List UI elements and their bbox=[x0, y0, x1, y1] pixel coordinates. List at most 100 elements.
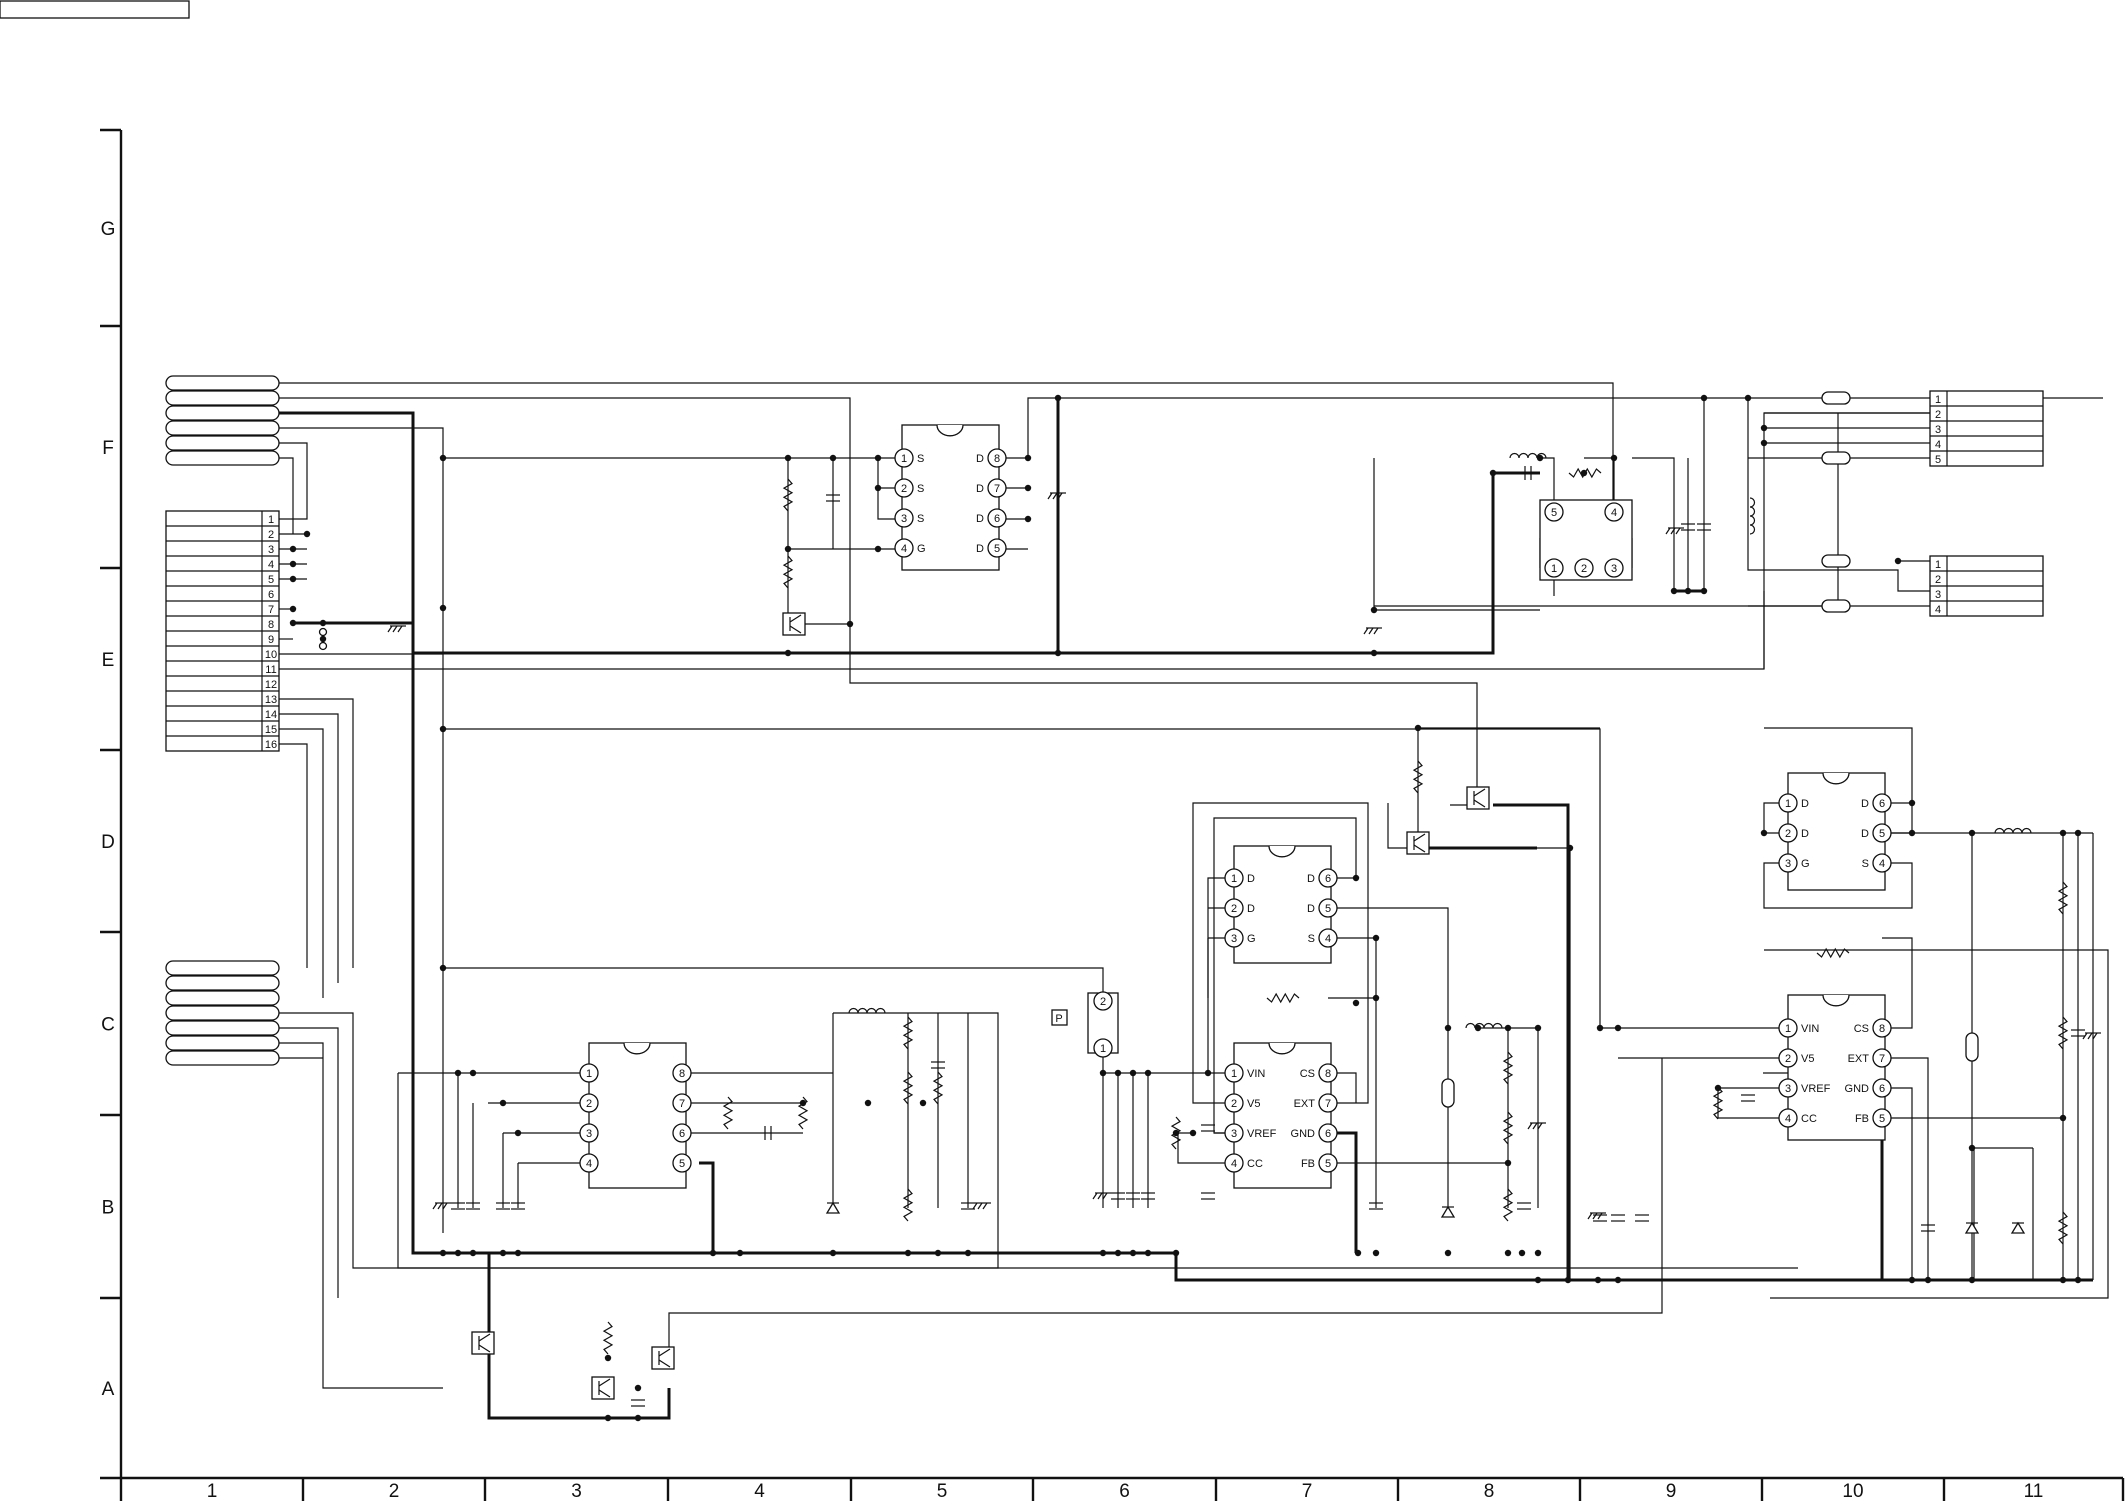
ic-pin-number: 8 bbox=[679, 1068, 685, 1080]
resistor bbox=[2057, 881, 2069, 915]
ic-pin-number: 5 bbox=[1325, 1158, 1331, 1170]
junction bbox=[1054, 649, 1062, 657]
ground-tick bbox=[972, 1202, 978, 1210]
junction bbox=[1352, 874, 1360, 882]
jumper: 21 bbox=[1087, 991, 1119, 1058]
junction bbox=[1444, 1024, 1452, 1032]
junction bbox=[1129, 1249, 1137, 1257]
junction bbox=[784, 454, 792, 462]
harness-wire bbox=[165, 1050, 280, 1066]
junction bbox=[319, 635, 327, 643]
ic-pin-3 bbox=[1224, 928, 1244, 948]
connector-pin-7: 7 bbox=[268, 604, 274, 616]
ic-pin-number: 5 bbox=[994, 543, 1000, 555]
junction bbox=[2059, 829, 2067, 837]
connector-pin-8: 8 bbox=[268, 619, 274, 631]
wire bbox=[279, 743, 308, 968]
col-label-2: 2 bbox=[389, 1481, 400, 1501]
ic-pin-number: 6 bbox=[994, 513, 1000, 525]
connector-pin-6: 6 bbox=[268, 589, 274, 601]
jumper-pin-number: 1 bbox=[1100, 1043, 1106, 1055]
col-label-9: 9 bbox=[1666, 1481, 1677, 1501]
ic-pin-5 bbox=[1872, 1108, 1892, 1128]
ic-pin-number: 2 bbox=[1785, 828, 1791, 840]
junction bbox=[964, 1249, 972, 1257]
resistor bbox=[602, 1321, 614, 1355]
junction bbox=[1684, 587, 1692, 595]
row-label-d: D bbox=[101, 832, 115, 853]
junction bbox=[469, 1249, 477, 1257]
junction bbox=[829, 454, 837, 462]
ic-pin-6 bbox=[1318, 868, 1338, 888]
transistor-collector bbox=[598, 1378, 611, 1387]
ic-pin-name: D bbox=[1307, 903, 1315, 915]
ground-tick bbox=[432, 1202, 438, 1210]
harness-wire bbox=[165, 1005, 280, 1021]
ground-tick bbox=[437, 1202, 443, 1210]
junction bbox=[604, 1354, 612, 1362]
ic-pin-number: 2 bbox=[586, 1098, 592, 1110]
ic-pin-name: D bbox=[1861, 828, 1869, 840]
junction bbox=[874, 484, 882, 492]
junction bbox=[1099, 1069, 1107, 1077]
ic-pin-5 bbox=[1318, 898, 1338, 918]
ic-pin-name: D bbox=[976, 453, 984, 465]
junction bbox=[1099, 1249, 1107, 1257]
diode bbox=[1440, 1205, 1456, 1218]
resistor bbox=[722, 1096, 734, 1130]
junction bbox=[904, 1249, 912, 1257]
transistor bbox=[1466, 786, 1490, 810]
wire bbox=[877, 458, 902, 520]
resistor bbox=[1412, 760, 1424, 794]
fuse bbox=[1821, 391, 1851, 405]
ic-pin-5 bbox=[1872, 823, 1892, 843]
ic-pin-3 bbox=[1778, 853, 1798, 873]
ic-pin-name: D bbox=[976, 543, 984, 555]
junction bbox=[604, 1414, 612, 1422]
junction bbox=[289, 545, 297, 553]
junction bbox=[1144, 1249, 1152, 1257]
ic-pin-name: EXT bbox=[1848, 1053, 1870, 1065]
junction bbox=[1504, 1024, 1512, 1032]
ground-tick bbox=[1675, 527, 1681, 535]
inductor bbox=[1749, 497, 1756, 535]
resistor bbox=[1266, 992, 1300, 1004]
junction bbox=[1114, 1069, 1122, 1077]
ic-pin-number: 1 bbox=[1231, 1068, 1237, 1080]
ic-pin-number: 3 bbox=[1231, 1128, 1237, 1140]
ic-pin-number: 4 bbox=[1231, 1158, 1237, 1170]
ic-pin-name: S bbox=[917, 483, 924, 495]
harness-wire bbox=[165, 450, 280, 466]
junction bbox=[1370, 649, 1378, 657]
ground-tick bbox=[1097, 1192, 1103, 1200]
transistor-emitter bbox=[789, 625, 802, 634]
ic-pin-name: S bbox=[917, 453, 924, 465]
ic-pin-number: 3 bbox=[1785, 1083, 1791, 1095]
ic-pin-number: 4 bbox=[1611, 507, 1617, 519]
ic-pin-3 bbox=[1778, 1078, 1798, 1098]
ic-pin-number: 1 bbox=[1231, 873, 1237, 885]
junction bbox=[1189, 1129, 1197, 1137]
ic-pin-3 bbox=[1224, 1123, 1244, 1143]
ground-tick bbox=[1537, 1122, 1543, 1130]
ground-tick bbox=[2092, 1032, 2098, 1040]
ground-tick bbox=[2087, 1032, 2093, 1040]
ic-pin-number: 6 bbox=[679, 1128, 685, 1140]
connector-pin-2: 2 bbox=[268, 529, 274, 541]
ground-tick bbox=[1373, 627, 1379, 635]
ic-pin-1 bbox=[894, 448, 914, 468]
row-label-e: E bbox=[102, 650, 115, 671]
wire bbox=[1177, 1133, 1234, 1164]
transistor-emitter bbox=[1473, 799, 1486, 808]
ic-pin-1 bbox=[1224, 868, 1244, 888]
wire bbox=[1540, 457, 1555, 500]
ground-tick bbox=[1092, 1192, 1098, 1200]
ic-pin-number: 4 bbox=[901, 543, 907, 555]
junction bbox=[1594, 1276, 1602, 1284]
diode bbox=[2010, 1221, 2026, 1234]
